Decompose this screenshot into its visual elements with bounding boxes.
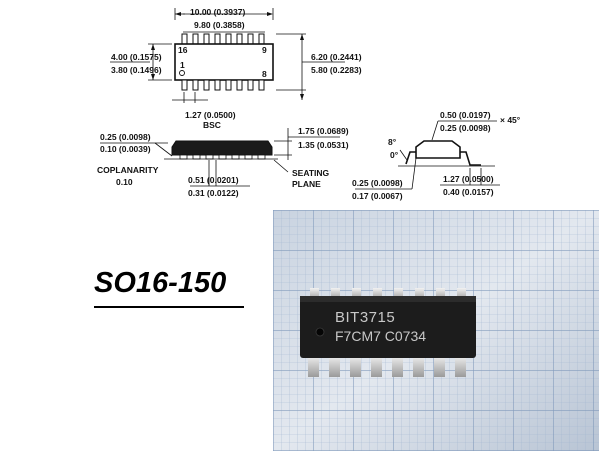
- dim-span-min: 5.80 (0.2283): [311, 65, 362, 75]
- dim-lead-width-max: 0.51 (0.0201): [188, 175, 239, 185]
- top-view: 10.00 (0.3937) 9.80 (0.3858) 16 9 1 8: [110, 7, 362, 130]
- dim-lead-width-min: 0.31 (0.0122): [188, 188, 239, 198]
- package-title: SO16-150: [94, 266, 244, 308]
- coplanarity-label: COPLANARITY: [97, 165, 159, 175]
- dim-angle-min: 0°: [390, 150, 399, 160]
- chip-marking-line2: F7CM7 C0734: [335, 328, 426, 344]
- dim-height-min: 1.35 (0.0531): [298, 140, 349, 150]
- dim-body-width-min: 3.80 (0.1496): [111, 65, 162, 75]
- seating-plane-line1: SEATING: [292, 168, 330, 178]
- dim-chamfer-max: 0.50 (0.0197): [440, 110, 491, 120]
- dim-height-max: 1.75 (0.0689): [298, 126, 349, 136]
- dim-body-width-max: 4.00 (0.1575): [111, 52, 162, 62]
- chip-photo: BIT3715 F7CM7 C0734: [273, 210, 599, 451]
- dim-chamfer-x: × 45°: [500, 115, 521, 125]
- pin-8-label: 8: [262, 69, 267, 79]
- chip-body: [300, 296, 476, 358]
- pin-16-label: 16: [178, 45, 188, 55]
- chip-pin1-dot-icon: [315, 327, 325, 337]
- dim-chamfer-min: 0.25 (0.0098): [440, 123, 491, 133]
- dim-standoff-max: 0.25 (0.0098): [100, 132, 151, 142]
- pin-1-label: 1: [180, 60, 185, 70]
- dim-span-max: 6.20 (0.2441): [311, 52, 362, 62]
- top-pins-lower: [181, 79, 265, 91]
- top-pins-upper: [181, 33, 265, 45]
- chip-marking-line1: BIT3715: [335, 309, 395, 326]
- dim-foot-max: 1.27 (0.0500): [443, 174, 494, 184]
- dim-lead-thick-min: 0.17 (0.0067): [352, 191, 403, 201]
- top-body-outline: [174, 43, 274, 81]
- chip-pins-upper: [310, 288, 466, 300]
- dim-angle-max: 8°: [388, 137, 397, 147]
- end-view: 0.50 (0.0197) × 45° 0.25 (0.0098) 8° 0° …: [352, 110, 521, 201]
- dim-pitch-note: BSC: [203, 120, 221, 130]
- dim-length-min: 9.80 (0.3858): [194, 20, 245, 30]
- dim-standoff-min: 0.10 (0.0039): [100, 144, 151, 154]
- pin-9-label: 9: [262, 45, 267, 55]
- dim-lead-thick-max: 0.25 (0.0098): [352, 178, 403, 188]
- seating-plane-line2: PLANE: [292, 179, 321, 189]
- coplanarity-value: 0.10: [116, 177, 133, 187]
- side-view: 0.25 (0.0098) 0.10 (0.0039) 1.75 (0.0689…: [97, 126, 349, 198]
- dim-pitch: 1.27 (0.0500): [185, 110, 236, 120]
- dim-length-max: 10.00 (0.3937): [190, 7, 245, 17]
- pin1-dot-icon: [179, 70, 185, 76]
- chip-pins-lower: [308, 355, 466, 377]
- side-leads: [179, 154, 266, 160]
- dim-foot-min: 0.40 (0.0157): [443, 187, 494, 197]
